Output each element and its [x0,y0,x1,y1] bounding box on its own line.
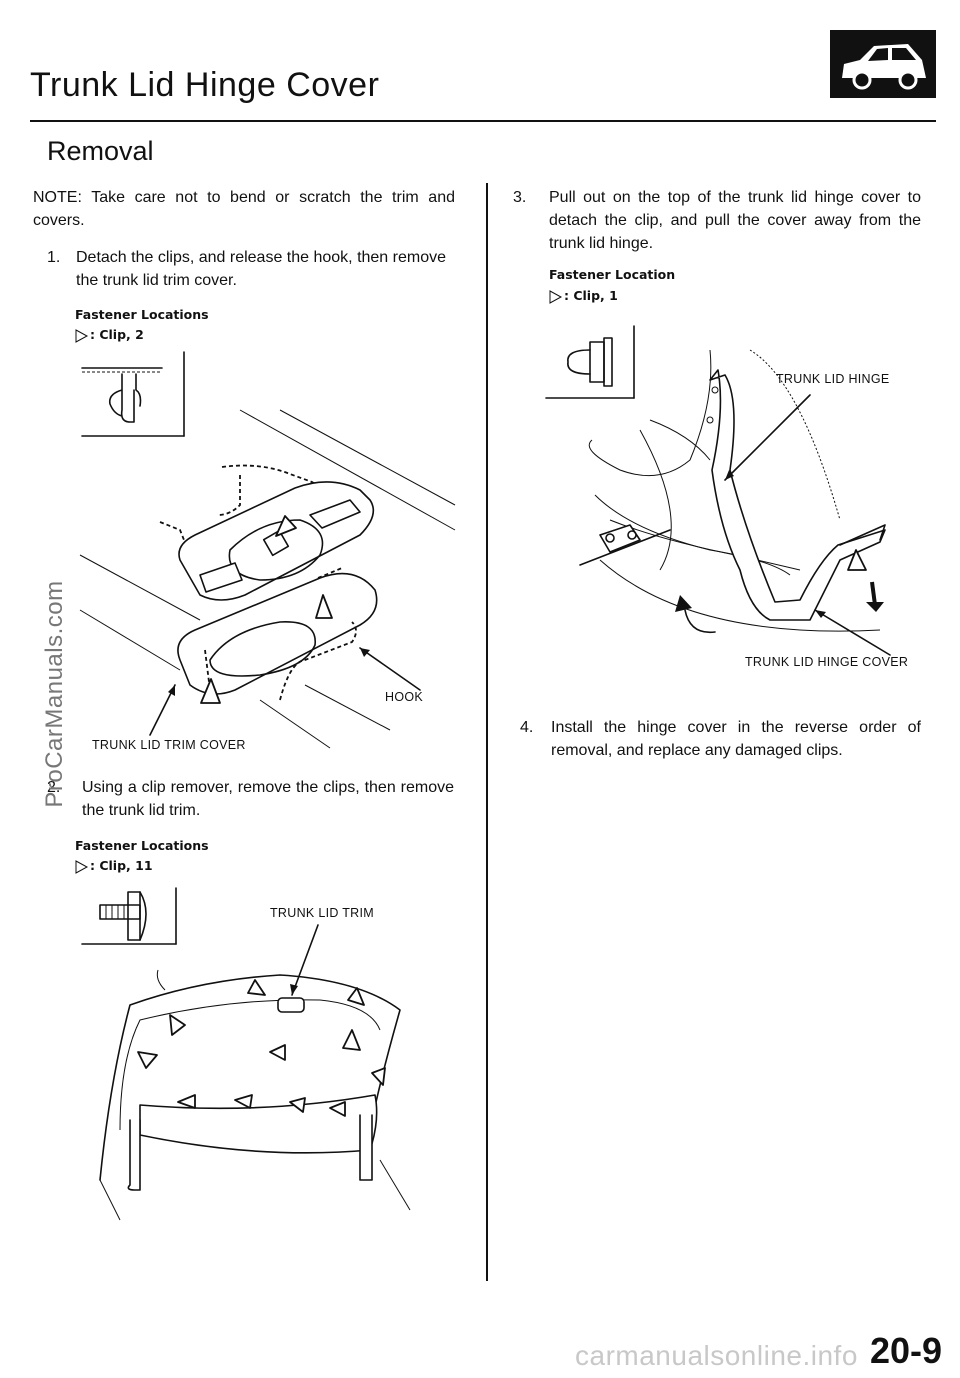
clip-11-detail [81,887,177,945]
trunk-lid-trim-label: TRUNK LID TRIM [270,906,374,920]
step-1-text: Detach the clips, and release the hook, … [76,249,446,289]
step-4-text: Install the hinge cover in the reverse o… [551,719,921,759]
page-number: 20-9 [870,1330,943,1371]
step-3-text: Pull out on the top of the trunk lid hin… [549,189,921,252]
step-2-text: Using a clip remover, remove the clips, … [82,779,454,819]
step-1-number: 1. [47,249,61,266]
clip-triangle-icon [549,290,563,304]
fastener-2-legend-text: : Clip, 11 [90,858,153,873]
fastener-1-legend-text: : Clip, 2 [90,327,144,342]
page-title: Trunk Lid Hinge Cover [30,66,380,104]
footer-watermark: carmanualsonline.info [575,1340,858,1371]
fastener-2-title: Fastener Locations [75,838,209,853]
clip-1-detail [545,325,635,399]
section-heading: Removal [47,136,154,166]
column-divider [486,183,488,1281]
side-watermark: ProCarManuals.com [41,580,68,808]
note-text: NOTE: Take care not to bend or scratch t… [33,189,455,229]
fastener-3-legend-text: : Clip, 1 [564,288,618,303]
fastener-1-title: Fastener Locations [75,307,209,322]
hook-label: HOOK [385,690,424,704]
trunk-lid-hinge-label: TRUNK LID HINGE [776,372,890,386]
hinge-cover-figure [545,325,891,656]
step-2-number: 2. [47,779,61,796]
step-4-number: 4. [520,719,534,736]
title-divider [30,120,936,122]
clip-triangle-icon [75,860,89,874]
fastener-3-title: Fastener Location [549,267,676,282]
car-silhouette-icon [830,30,936,98]
clip-2-detail [81,351,185,437]
trim-cover-label: TRUNK LID TRIM COVER [92,738,246,752]
step-3-number: 3. [513,189,527,206]
trunk-lid-hinge-cover-label: TRUNK LID HINGE COVER [745,655,909,669]
clip-triangle-icon [75,329,89,343]
trim-cover-figure [79,351,456,749]
trunk-lid-trim-figure [81,887,411,1221]
